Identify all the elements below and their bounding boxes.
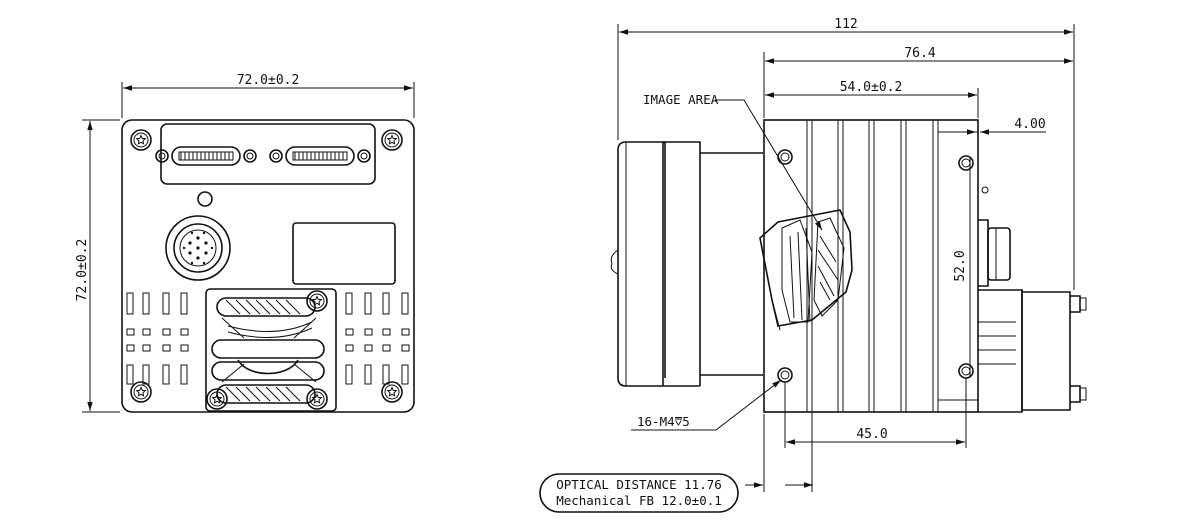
corner-screw-icon: [130, 129, 152, 151]
fan-screw-icon: [306, 290, 328, 312]
mid-length-dimension: 54.0±0.2: [840, 80, 903, 95]
power-connector-icon: [165, 215, 231, 281]
cooling-slots-left: [126, 292, 189, 385]
rear-connector-block: [978, 186, 1087, 413]
body-fins: [806, 120, 978, 412]
mount-hole-icon: [777, 149, 793, 165]
fan-screw-icon: [306, 388, 328, 410]
image-area-leader: [715, 99, 823, 231]
lens-mount: [610, 141, 763, 387]
cooling-slots-right: [345, 292, 410, 385]
mount-hole-icon: [777, 367, 793, 383]
screw-holes-label: 16-M4⩢5: [637, 414, 690, 429]
camera-body: [763, 119, 979, 413]
screw-holes-depth: 5: [682, 414, 690, 429]
status-led-icon: [197, 191, 213, 207]
overall-length-dimension: 112: [834, 17, 857, 32]
optical-distance-note: OPTICAL DISTANCE 11.76: [556, 477, 722, 492]
label-area: [292, 222, 396, 285]
image-area-label: IMAGE AREA: [643, 92, 719, 107]
fan-screw-icon: [206, 388, 228, 410]
mount-hole-icon: [958, 363, 974, 379]
depth-symbol-icon: ⩢: [675, 414, 683, 429]
fan-module: [205, 288, 337, 412]
inner-height-dimension: 52.0: [953, 250, 968, 281]
sensor-cutaway: [759, 209, 853, 331]
notes-box: OPTICAL DISTANCE 11.76 Mechanical FB 12.…: [539, 473, 739, 513]
hole-spacing-dimension: 45.0: [856, 427, 887, 442]
side-view: 112 76.4 54.0±0.2 4.00 52.0 45.0 IMAGE A…: [610, 17, 1087, 492]
front-height-dimension: 72.0±0.2: [75, 239, 90, 302]
front-view: 72.0±0.2 72.0±0.2: [75, 73, 415, 413]
offset-dimension: 4.00: [1014, 117, 1045, 132]
screw-holes-leader: [631, 379, 782, 431]
connector-panel: [160, 123, 376, 185]
mount-hole-icon: [958, 155, 974, 171]
data-connector-icon: [269, 146, 371, 166]
data-connector-icon: [155, 146, 257, 166]
corner-screw-icon: [381, 129, 403, 151]
front-outline: [121, 119, 415, 413]
front-width-dimension: 72.0±0.2: [237, 73, 300, 88]
mechanical-fb-note: Mechanical FB 12.0±0.1: [556, 493, 722, 508]
corner-screw-icon: [381, 381, 403, 403]
corner-screw-icon: [130, 381, 152, 403]
body-length-dimension: 76.4: [904, 46, 935, 61]
